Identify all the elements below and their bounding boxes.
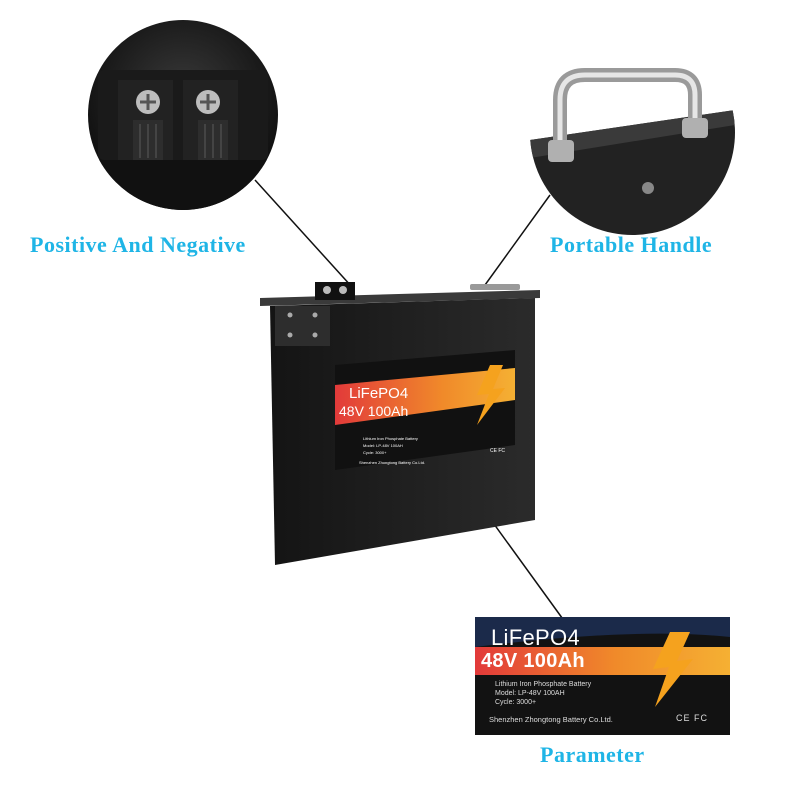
label-cycle-line: Cycle: 3000+	[495, 699, 537, 706]
battery-label-type: Lithium Iron Phosphate Battery	[363, 436, 418, 441]
battery-label-cycle: Cycle: 3000+	[363, 450, 387, 455]
terminal-icon	[88, 20, 278, 210]
handle-icon	[530, 30, 735, 235]
label-background	[475, 617, 730, 735]
label-closeup: LiFePO4 48V 100Ah Lithium Iron Phosphate…	[475, 617, 730, 735]
handle-closeup	[530, 30, 735, 235]
callout-parameter: Parameter	[540, 742, 645, 767]
battery-label-chemistry: LiFePO4	[349, 385, 409, 402]
battery-label-model: Model: LP-48V 100AH	[363, 443, 403, 448]
callout-positive-negative: Positive And Negative	[30, 232, 246, 257]
line-terminal	[254, 179, 353, 288]
battery-label-maker: Shenzhen Zhongtong Battery Co.Ltd.	[359, 460, 426, 465]
line-handle	[484, 194, 551, 286]
label-model-line: Model: LP-48V 100AH	[495, 690, 565, 697]
terminal-closeup	[88, 20, 278, 210]
label-certification-marks: CE FC	[676, 713, 708, 723]
label-chemistry: LiFePO4	[491, 625, 580, 650]
battery-body: LiFePO4 48V 100Ah Lithium Iron Phosphate…	[255, 270, 545, 570]
label-type-line: Lithium Iron Phosphate Battery	[495, 681, 592, 688]
battery-label-rating: 48V 100Ah	[339, 403, 409, 419]
label-rating: 48V 100Ah	[481, 650, 585, 672]
battery-shape	[260, 282, 540, 565]
label-manufacturer: Shenzhen Zhongtong Battery Co.Ltd.	[489, 715, 613, 724]
battery-label-marks: CE FC	[490, 448, 505, 454]
callout-portable-handle: Portable Handle	[550, 232, 713, 257]
lightning-bolt-icon	[653, 632, 693, 707]
